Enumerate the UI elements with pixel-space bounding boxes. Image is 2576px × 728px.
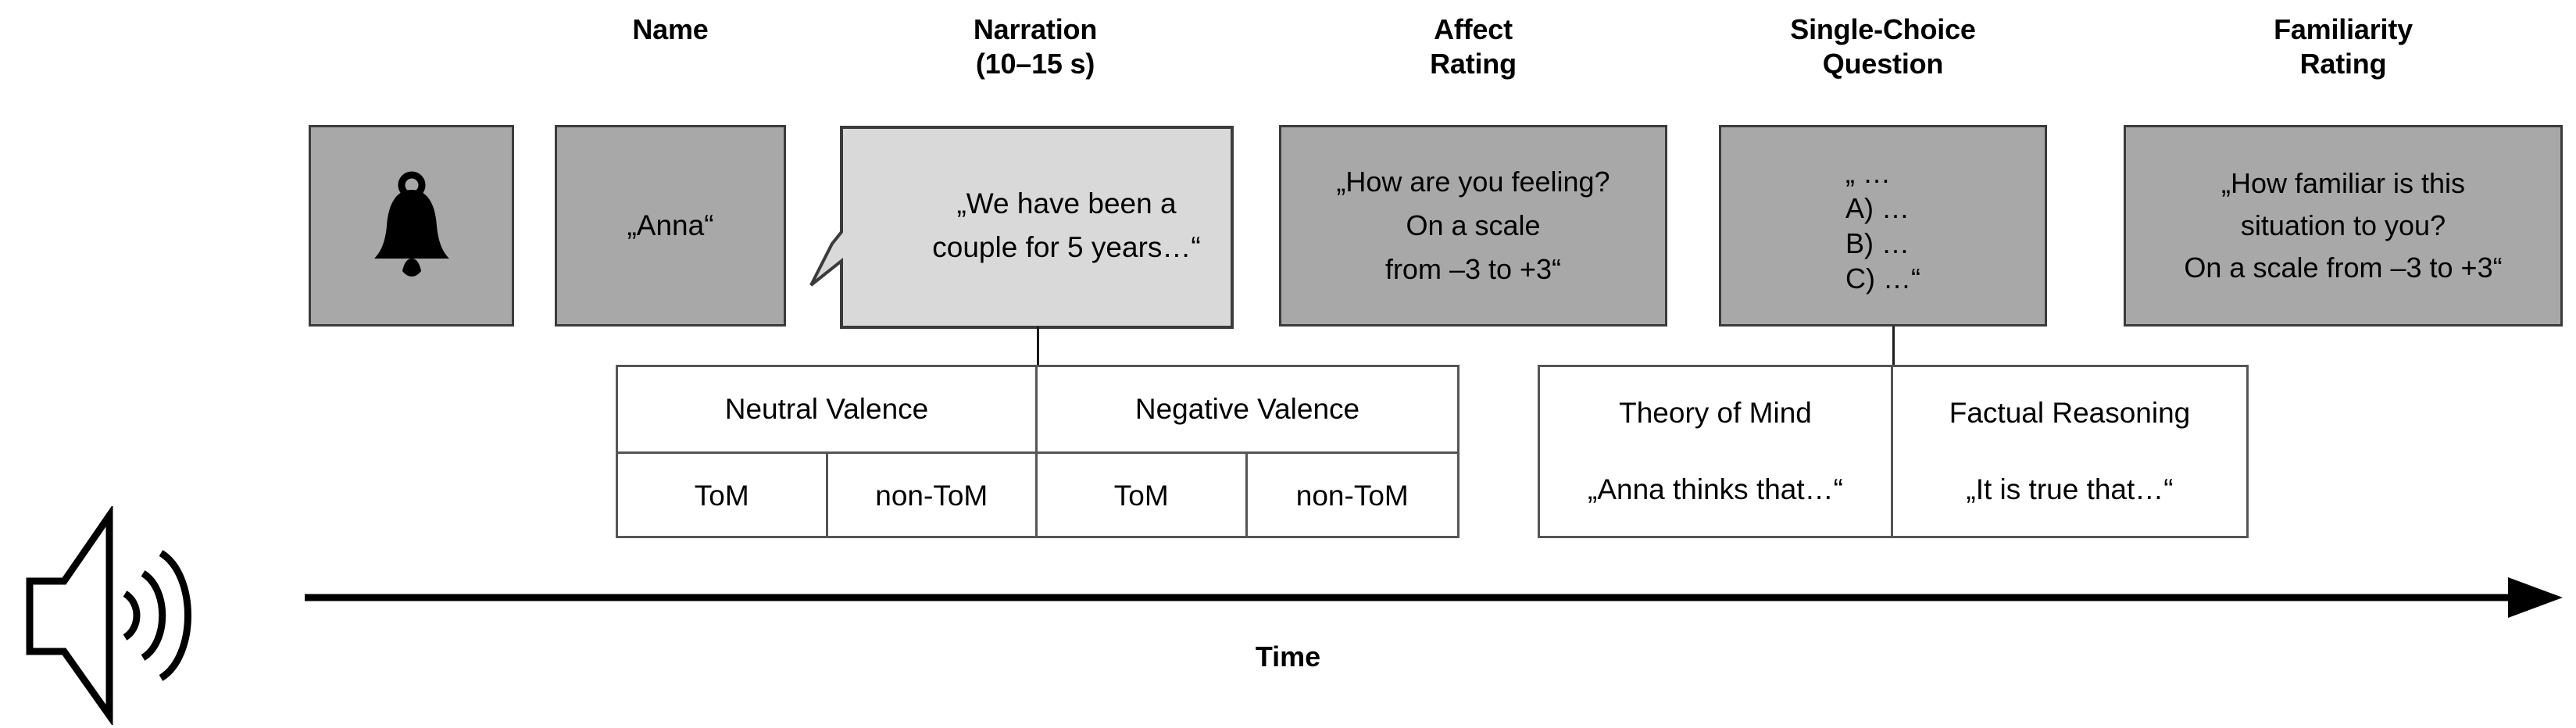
question-type-table: Theory of Mind „Anna thinks that…“ Factu… <box>1538 365 2249 538</box>
narration-text: „We have been a couple for 5 years…“ <box>871 125 1262 327</box>
column-header-name: Name <box>555 12 786 47</box>
cue-stimulus-box <box>309 125 514 327</box>
valence-cell-negative-nontom: non-ToM <box>1295 480 1409 512</box>
question-type-tom-title: Theory of Mind <box>1619 397 1812 429</box>
valence-cell-neutral-nontom: non-ToM <box>828 454 1038 538</box>
column-header-affect-rating: Affect Rating <box>1279 12 1667 81</box>
affect-line-2: On a scale <box>1406 209 1541 241</box>
single-choice-option-b: B) … <box>1845 227 1910 259</box>
valence-cell-negative-tom: ToM <box>1038 454 1248 538</box>
column-header-narration-label: Narration <box>973 13 1098 45</box>
column-header-familiarity-sublabel: Rating <box>2299 48 2387 80</box>
speech-bubble-shape <box>809 126 1234 329</box>
name-stimulus-text: „Anna“ <box>627 209 714 241</box>
familiarity-line-1: „How familiar is this <box>2221 167 2466 199</box>
single-choice-option-a: A) … <box>1845 192 1910 224</box>
narration-line-1: „We have been a <box>956 187 1177 219</box>
affect-rating-text: „How are you feeling? On a scale from –3… <box>1281 160 1665 291</box>
column-header-narration-sublabel: (10–15 s) <box>975 48 1095 80</box>
affect-rating-box: „How are you feeling? On a scale from –3… <box>1279 125 1667 327</box>
column-header-single-choice-sublabel: Question <box>1822 48 1944 80</box>
narration-line-2: couple for 5 years…“ <box>932 231 1201 263</box>
affect-line-3: from –3 to +3“ <box>1384 253 1562 285</box>
affect-line-1: „How are you feeling? <box>1336 166 1610 198</box>
bell-icon <box>311 171 512 280</box>
narration-speech-bubble: „We have been a couple for 5 years…“ <box>809 125 1234 329</box>
valence-condition-table: Neutral Valence Negative Valence ToM non… <box>616 365 1459 538</box>
valence-table-header-row: Neutral Valence Negative Valence <box>618 367 1457 454</box>
question-type-col-theory-of-mind: Theory of Mind „Anna thinks that…“ <box>1540 367 1893 536</box>
single-choice-option-c: C) …“ <box>1845 262 1920 294</box>
column-header-single-choice-label: Single-Choice <box>1790 13 1976 45</box>
timeline-axis-label: Time <box>1255 641 1321 673</box>
column-header-affect-label: Affect <box>1434 13 1513 45</box>
familiarity-rating-box: „How familiar is this situation to you? … <box>2124 125 2563 327</box>
single-choice-question-box: „ … A) … B) … C) …“ <box>1719 125 2047 327</box>
speaker-wave-icon <box>26 506 191 725</box>
single-choice-connector-line <box>1892 327 1895 367</box>
column-header-affect-sublabel: Rating <box>1430 48 1517 80</box>
right-arrow-icon <box>305 577 2563 618</box>
narration-connector-line <box>1037 327 1039 367</box>
valence-cell-neutral: Neutral Valence <box>618 367 1038 451</box>
familiarity-line-3: On a scale from –3 to +3“ <box>2184 252 2503 284</box>
familiarity-rating-text: „How familiar is this situation to you? … <box>2126 162 2560 289</box>
single-choice-text: „ … A) … B) … C) …“ <box>1835 155 1931 296</box>
column-header-familiarity-rating: Familiarity Rating <box>2124 12 2563 81</box>
column-header-familiarity-label: Familiarity <box>2274 13 2413 45</box>
familiarity-line-2: situation to you? <box>2240 209 2446 241</box>
question-type-tom-example: „Anna thinks that…“ <box>1588 473 1843 505</box>
column-header-single-choice-question: Single-Choice Question <box>1688 12 2078 81</box>
question-type-col-factual-reasoning: Factual Reasoning „It is true that…“ <box>1893 367 2246 536</box>
question-type-factual-title: Factual Reasoning <box>1949 397 2191 429</box>
valence-table-subheader-row: ToM non-ToM ToM non-ToM <box>618 454 1457 538</box>
valence-cell-neutral-tom: ToM <box>618 454 828 538</box>
single-choice-line-1: „ … <box>1845 157 1891 189</box>
valence-cell-negative: Negative Valence <box>1134 393 1360 425</box>
column-header-narration: Narration (10–15 s) <box>871 12 1199 81</box>
question-type-factual-example: „It is true that…“ <box>1966 473 2174 505</box>
name-stimulus-box: „Anna“ <box>555 125 786 327</box>
question-type-row: Theory of Mind „Anna thinks that…“ Factu… <box>1540 367 2246 536</box>
column-header-name-label: Name <box>632 13 709 45</box>
